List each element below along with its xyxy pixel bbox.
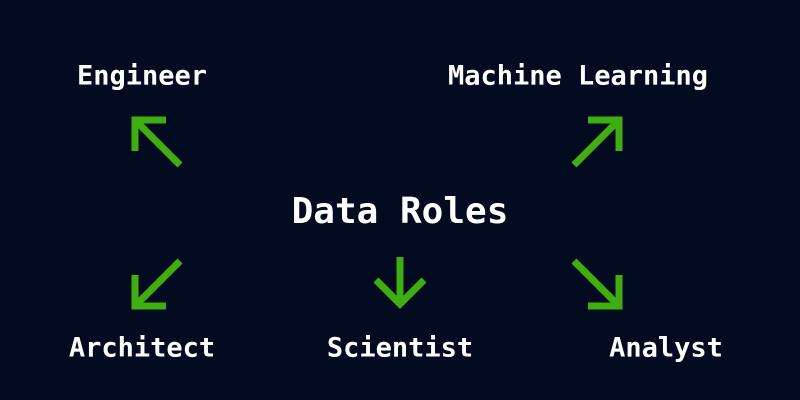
node-label-scientist: Scientist — [326, 332, 474, 364]
arrow-down-left-icon — [131, 258, 183, 310]
node-label-engineer: Engineer — [76, 60, 208, 92]
arrow-up-left-icon — [131, 116, 183, 168]
center-title: Data Roles — [291, 191, 509, 232]
node-label-architect: Architect — [68, 332, 216, 364]
node-label-machine-learning: Machine Learning — [447, 60, 709, 92]
node-label-analyst: Analyst — [609, 332, 723, 364]
arrow-down-icon — [373, 257, 427, 309]
arrow-down-right-icon — [571, 258, 623, 310]
arrow-up-right-icon — [571, 116, 623, 168]
